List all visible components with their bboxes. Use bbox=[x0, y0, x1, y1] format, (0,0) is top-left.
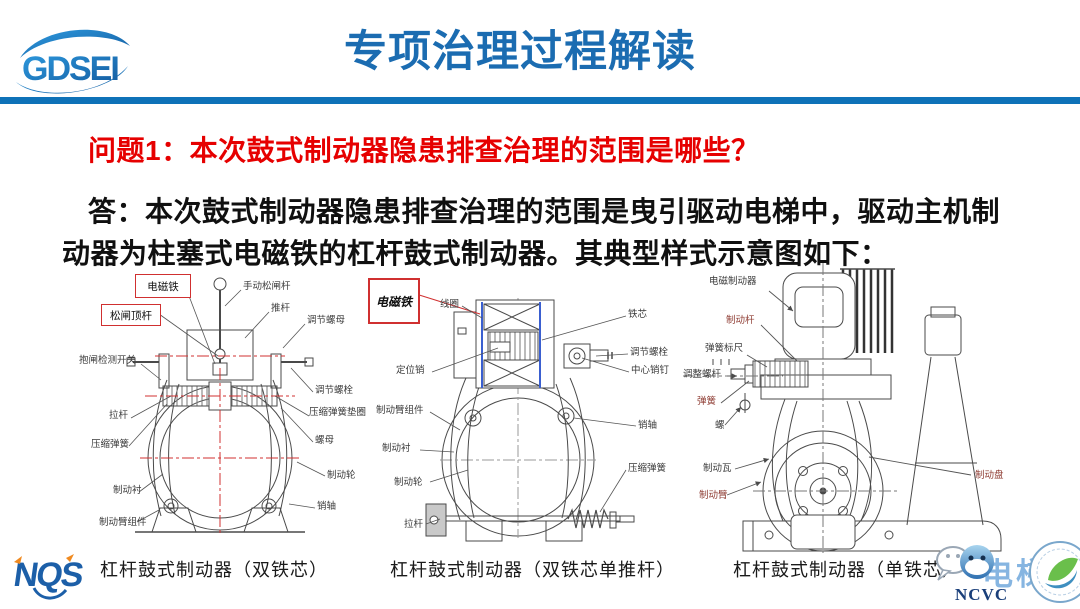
gdsei-logo: GDSEI bbox=[16, 29, 130, 94]
label-release-push-rod: 松闸顶杆 bbox=[101, 304, 161, 326]
caption-single-core: 杠杆鼓式制动器（单铁芯） bbox=[733, 560, 961, 580]
label-brake-disc: 制动盘 bbox=[975, 470, 1004, 481]
label-iron-core: 铁芯 bbox=[628, 309, 648, 320]
label-brake-shoe: 制动瓦 bbox=[703, 463, 732, 474]
label-brake-lining: 制动衬 bbox=[113, 485, 142, 496]
label-spring-washer: 压缩弹簧垫圈 bbox=[309, 407, 367, 418]
logo-swoosh-top bbox=[20, 29, 130, 58]
logo-text: GDSEI bbox=[22, 50, 118, 88]
caption-double-core-single-rod: 杠杆鼓式制动器（双铁芯单推杆） bbox=[390, 560, 675, 580]
label-push-rod: 推杆 bbox=[271, 303, 291, 314]
badge-leaf bbox=[1048, 557, 1078, 581]
label-brake-wheel: 制动轮 bbox=[327, 470, 356, 481]
label-adjust-bolt: 调节螺栓 bbox=[630, 347, 669, 358]
label-compression-spring: 压缩弹簧 bbox=[628, 463, 667, 474]
brake-diagram-single-core: 电磁制动器 制动杆 弹簧标尺 调整螺杆 弹簧 螺 制动瓦 制动臂 制动盘 bbox=[683, 263, 1028, 555]
label-manual-release-lever: 手动松闸杆 bbox=[243, 281, 291, 292]
label-brake-wheel: 制动轮 bbox=[394, 477, 423, 488]
label-electromagnet: 电磁铁 bbox=[135, 274, 191, 298]
label-pin-shaft: 销轴 bbox=[317, 501, 337, 512]
label-brake-arm-assembly: 制动臂组件 bbox=[376, 405, 424, 416]
label-pull-rod: 拉杆 bbox=[404, 519, 424, 530]
badge-swoosh bbox=[1045, 570, 1077, 589]
label-compression-spring: 压缩弹簧 bbox=[91, 439, 130, 450]
label-adjust-screw: 调整螺杆 bbox=[683, 369, 722, 380]
nqs-logo-accent2 bbox=[66, 554, 74, 562]
nqs-logo-accent bbox=[14, 556, 22, 564]
label-coil: 线圈 bbox=[440, 299, 460, 310]
question-text: 问题1：本次鼓式制动器隐患排查治理的范围是哪些？ bbox=[88, 135, 760, 166]
brake-drawing-double-core-single-rod bbox=[415, 293, 637, 542]
header: GDSEI 专项治理过程解读 bbox=[0, 0, 1080, 104]
label-pull-rod: 拉杆 bbox=[109, 410, 129, 421]
caption-double-core: 杠杆鼓式制动器（双铁芯） bbox=[100, 560, 328, 580]
nqs-logo-swirl bbox=[32, 587, 68, 600]
label-center-pin: 中心销钉 bbox=[631, 365, 670, 376]
label-nut: 螺 bbox=[715, 420, 725, 431]
label-electromagnet: 电磁铁 bbox=[368, 278, 420, 324]
label-adjust-bolt: 调节螺栓 bbox=[315, 385, 354, 396]
brake-drawing-single-core bbox=[683, 263, 1002, 553]
nqs-logo-text: NQS bbox=[11, 556, 85, 594]
label-electromagnetic-brake: 电磁制动器 bbox=[709, 276, 757, 287]
label-brake-arm: 制动臂 bbox=[699, 490, 728, 501]
header-divider bbox=[0, 97, 1080, 104]
ncvc-logo-text: NCVC bbox=[955, 585, 1008, 604]
brake-diagram-double-core: 电磁铁 松闸顶杆 手动松闸杆 推杆 调节螺母 抱闸检测开关 调节螺栓 压缩弹簧垫… bbox=[75, 268, 367, 555]
answer-text-line1: 答：本次鼓式制动器隐患排查治理的范围是曳引驱动电梯中，驱动主机制 bbox=[88, 196, 1001, 227]
green-badge-logo bbox=[1029, 541, 1080, 603]
speech-bubble-icon bbox=[936, 545, 994, 581]
ncvc-logo: NCVC bbox=[936, 545, 1008, 604]
label-brake-detect-switch: 抱闸检测开关 bbox=[79, 355, 137, 366]
label-brake-lever: 制动杆 bbox=[726, 315, 755, 326]
label-brake-lining: 制动衬 bbox=[382, 443, 411, 454]
label-nut: 螺母 bbox=[315, 435, 335, 446]
label-spring: 弹簧 bbox=[697, 396, 717, 407]
page-title: 专项治理过程解读 bbox=[344, 29, 696, 76]
brake-diagram-double-core-single-rod: 电磁铁 线圈 铁芯 调节螺栓 中心销钉 定位销 制动臂组件 销轴 制动衬 制动轮… bbox=[368, 268, 670, 555]
answer-text-line2: 动器为柱塞式电磁铁的杠杆鼓式制动器。其典型样式示意图如下： bbox=[62, 238, 889, 269]
label-spring-scale: 弹簧标尺 bbox=[705, 343, 744, 354]
label-brake-arm-assembly: 制动臂组件 bbox=[99, 517, 147, 528]
brake-drawing-double-core bbox=[126, 277, 326, 536]
label-pin-shaft: 销轴 bbox=[638, 420, 658, 431]
label-locating-pin: 定位销 bbox=[396, 365, 425, 376]
label-adjust-nut: 调节螺母 bbox=[307, 315, 346, 326]
nqs-logo: NQS bbox=[11, 554, 85, 600]
